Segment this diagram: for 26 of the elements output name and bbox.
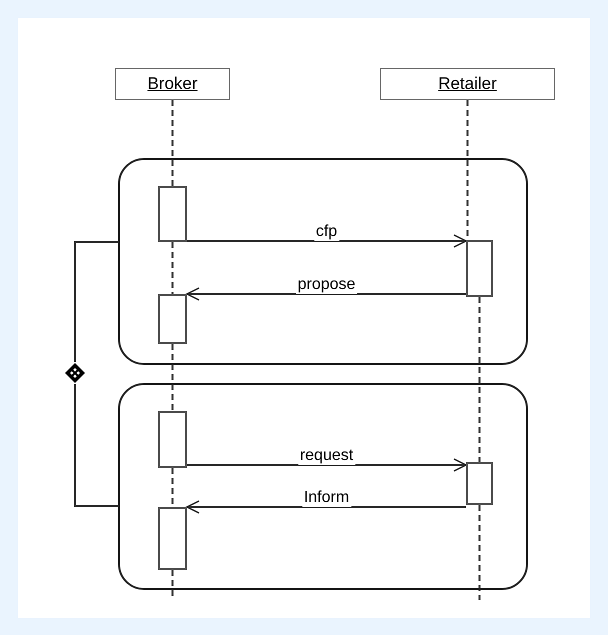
activation-bar <box>158 507 187 570</box>
message-arrow <box>186 287 466 301</box>
decision-diamond <box>64 362 86 384</box>
lifeline <box>172 468 174 507</box>
message-label: request <box>298 447 356 465</box>
lifeline <box>172 100 174 186</box>
message-label: cfp <box>314 223 340 241</box>
message-arrow <box>186 500 466 514</box>
lifeline <box>172 242 174 294</box>
activation-bar <box>158 186 187 242</box>
message-arrow <box>187 458 467 472</box>
lifeline-head: Broker <box>115 68 230 100</box>
message-arrow <box>187 234 467 248</box>
lifeline <box>478 505 480 600</box>
connector-line <box>74 241 118 362</box>
activation-bar <box>158 411 187 468</box>
activation-bar <box>466 240 493 297</box>
activation-bar <box>158 294 187 344</box>
lifeline <box>478 297 480 462</box>
lifeline-head: Retailer <box>380 68 555 100</box>
lifeline <box>172 344 174 411</box>
connector-line <box>74 384 118 507</box>
activation-bar <box>466 462 493 505</box>
fragment-box <box>118 383 528 590</box>
message-label: Inform <box>302 489 352 507</box>
fragment-box <box>118 158 528 365</box>
